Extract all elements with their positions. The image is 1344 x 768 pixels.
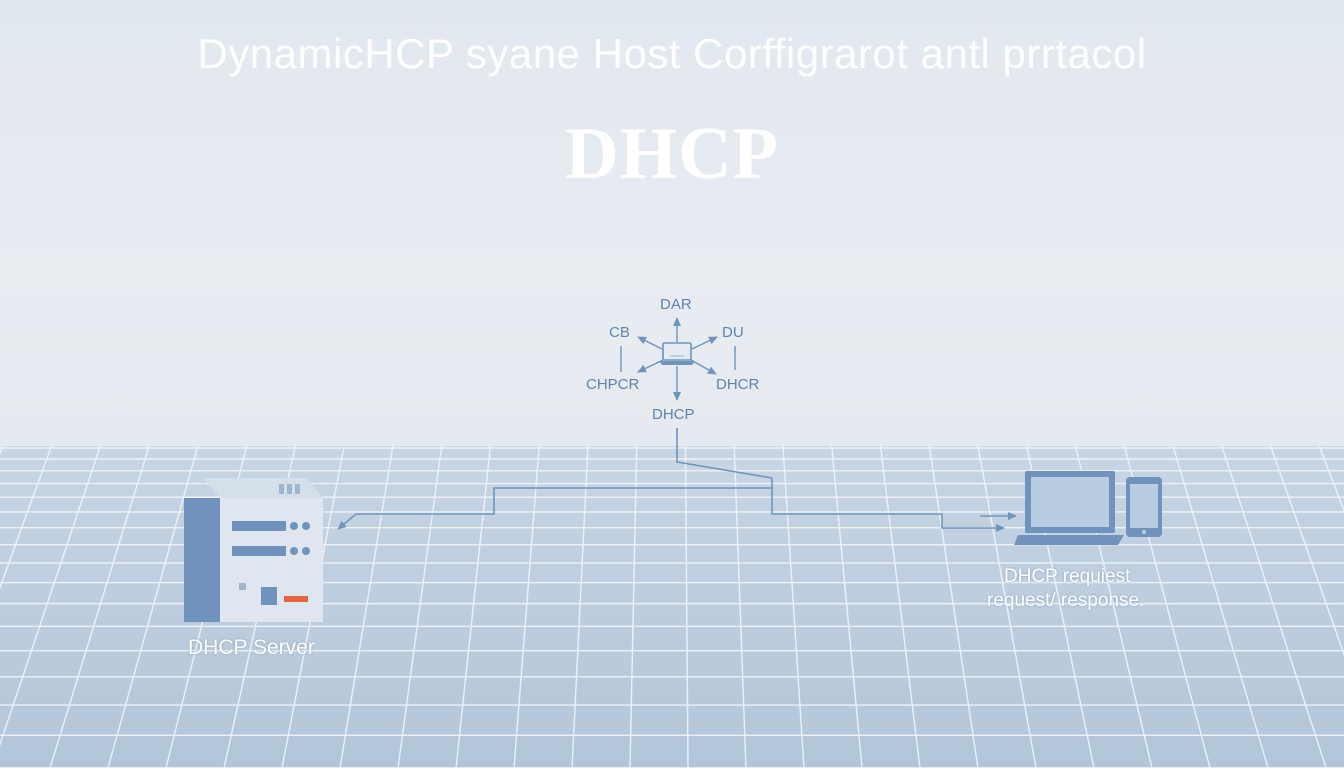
floor-grid-column xyxy=(571,446,589,768)
floor-grid-column xyxy=(1318,446,1344,513)
server-label: DHCP Server xyxy=(188,636,315,659)
line-to-client xyxy=(676,428,1005,532)
hub-spokes xyxy=(620,317,736,401)
floor-grid-column xyxy=(107,446,199,768)
floor-grid-column xyxy=(513,446,540,768)
hub-label-lower-right: DHCR xyxy=(716,376,760,393)
background-sky xyxy=(0,0,1344,450)
phone-icon xyxy=(1126,477,1162,537)
client-label-line2: request/ response. xyxy=(987,590,1145,611)
floor-grid-column xyxy=(782,446,805,768)
floor-grid-column xyxy=(397,446,443,768)
client-label-line1: DHCP requiest xyxy=(1004,566,1131,587)
diagram-subtitle: DHCP xyxy=(565,113,779,195)
laptop-icon xyxy=(1014,471,1124,545)
hub-label-top: DAR xyxy=(660,296,692,313)
laptop-hub-icon xyxy=(659,342,695,365)
connection-lines xyxy=(337,428,1017,532)
floor-grid-column xyxy=(49,446,150,768)
floor-grid-column xyxy=(1221,446,1327,768)
hub-label-lower-left: CHPCR xyxy=(586,376,640,393)
floor-grid-column xyxy=(0,446,53,590)
hub-label-upper-right: DU xyxy=(722,324,744,341)
server-icon xyxy=(184,478,323,622)
page-title: DynamicHCP syane Host Corffigrarot antl … xyxy=(197,30,1147,77)
spoke-lower-left xyxy=(637,359,664,373)
floor-grid-column xyxy=(1172,446,1269,768)
spoke-lower-right xyxy=(690,359,717,375)
floor-grid-column xyxy=(629,446,638,768)
floor-grid-column xyxy=(928,446,979,768)
floor-grid-column xyxy=(0,446,101,747)
floor-grid-column xyxy=(339,446,394,768)
line-to-server xyxy=(337,487,772,530)
floor-grid-column xyxy=(831,446,863,768)
spoke-upper-left xyxy=(637,336,663,350)
floor-grid-column xyxy=(684,446,689,768)
floor-grid-column xyxy=(733,446,747,768)
floor-grid-column xyxy=(455,446,492,768)
floor-grid-column xyxy=(879,446,921,768)
floor-grid-column xyxy=(977,446,1037,768)
hub-label-upper-left: CB xyxy=(609,324,630,341)
hub-label-bottom: DHCP xyxy=(652,406,695,423)
spoke-upper-right xyxy=(691,336,718,350)
floor-grid-column xyxy=(1269,446,1344,657)
